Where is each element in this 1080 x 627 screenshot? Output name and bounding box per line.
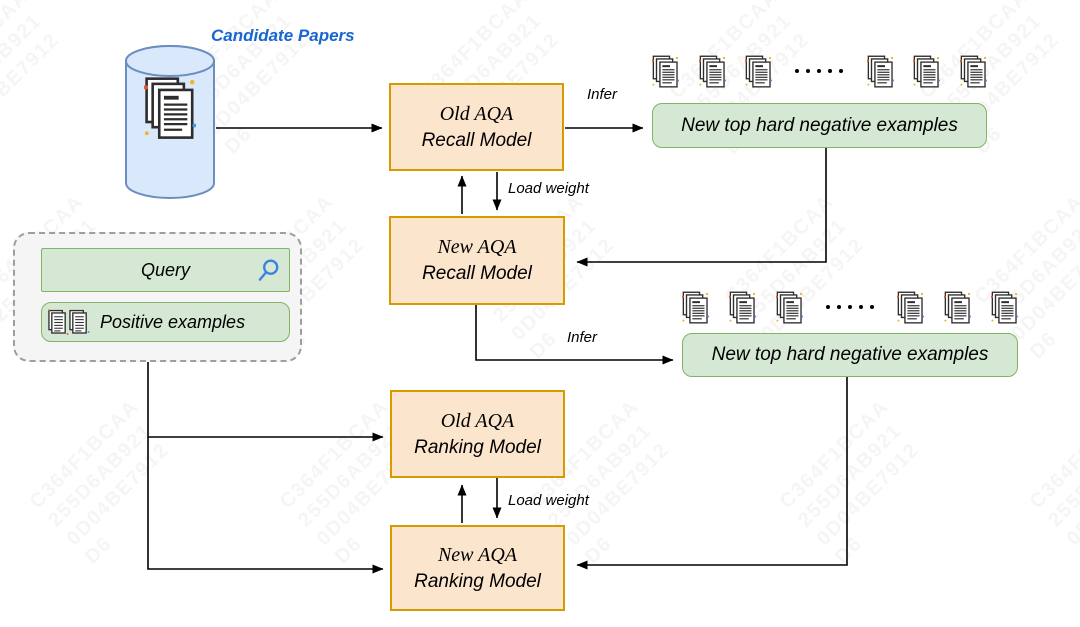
document-stack-icon xyxy=(745,54,773,90)
hard-negatives-label: New top hard negative examples xyxy=(711,344,989,365)
document-stack-icon xyxy=(698,54,726,90)
arrow-query-to-new-ranking xyxy=(147,362,384,574)
model-type-line: Ranking Model xyxy=(414,436,541,458)
document-stack-icon xyxy=(990,290,1018,326)
document-stack-icon xyxy=(652,54,679,90)
load-weight-label-ranking: Load weight xyxy=(508,492,589,509)
model-name-line: Old AQA xyxy=(439,102,514,125)
arrow-negatives-to-new-recall xyxy=(576,148,827,267)
old-aqa-ranking-model-box: Old AQA Ranking Model xyxy=(390,390,565,478)
positive-examples-box: Positive examples xyxy=(41,302,290,342)
model-type-line: Recall Model xyxy=(421,129,532,151)
hard-negative-documents-row-middle xyxy=(682,290,1018,326)
hard-negative-documents-row-top xyxy=(652,54,987,90)
query-box: Query xyxy=(41,248,290,292)
arrow-new-recall-to-negatives xyxy=(475,305,674,365)
model-name-line: Old AQA xyxy=(440,409,515,432)
old-aqa-recall-model-box: Old AQA Recall Model xyxy=(389,83,564,171)
arrow-negatives-to-new-ranking xyxy=(576,377,848,570)
document-stack-icon xyxy=(897,290,925,326)
search-icon xyxy=(255,258,281,284)
infer-label-top: Infer xyxy=(586,86,617,103)
model-type-line: Recall Model xyxy=(422,263,532,285)
positive-examples-label: Positive examples xyxy=(100,311,246,332)
hard-negatives-box-top: New top hard negative examples xyxy=(652,103,987,148)
query-label: Query xyxy=(140,259,191,280)
document-stack-icon xyxy=(728,290,756,326)
document-stack-icon xyxy=(913,54,941,90)
candidate-papers-label: Candidate Papers xyxy=(211,26,355,45)
document-stack-icon xyxy=(866,54,894,90)
document-stack-icon xyxy=(959,54,987,90)
document-stack-icon xyxy=(944,290,972,326)
model-type-line: Ranking Model xyxy=(414,570,541,592)
load-weight-label-recall: Load weight xyxy=(508,180,589,197)
document-stack-icon xyxy=(144,75,196,143)
model-name-line: New AQA xyxy=(437,236,517,259)
new-aqa-recall-model-box: New AQA Recall Model xyxy=(389,216,565,305)
document-stack-icon xyxy=(775,290,803,326)
infer-label-middle: Infer xyxy=(566,329,597,346)
new-aqa-ranking-model-box: New AQA Ranking Model xyxy=(390,525,565,611)
query-input-group: Query Positive examples xyxy=(13,232,302,362)
document-stack-icon xyxy=(682,290,709,326)
ellipsis-dots xyxy=(822,305,877,309)
hard-negatives-box-middle: New top hard negative examples xyxy=(682,333,1018,377)
candidate-papers-database xyxy=(123,42,217,202)
ellipsis-dots xyxy=(792,69,847,73)
hard-negatives-label: New top hard negative examples xyxy=(681,114,958,136)
model-name-line: New AQA xyxy=(437,543,518,566)
documents-pair-icon xyxy=(48,308,90,337)
